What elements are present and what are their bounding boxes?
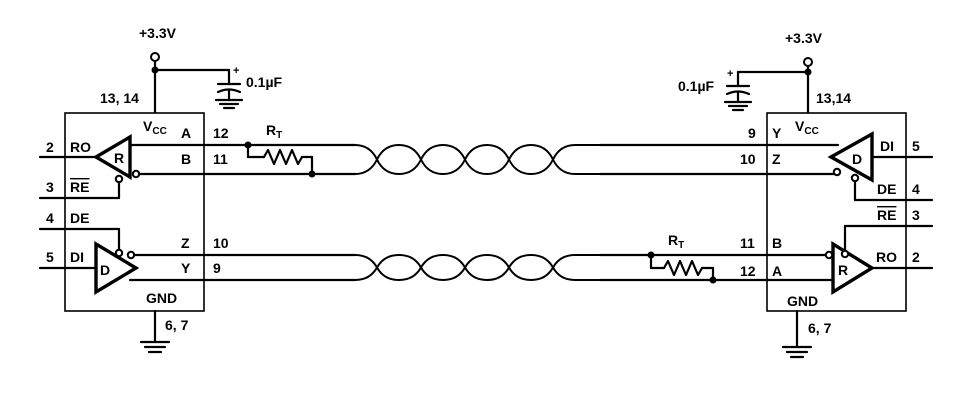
left-transceiver: +3.3V + 0.1µF 13, 14 VCC GND 6, 7 R	[38, 25, 357, 354]
left-z-label: Z	[181, 235, 190, 251]
right-b-pin-number: 11	[740, 235, 755, 251]
right-de-pin-number: 4	[912, 181, 920, 197]
right-di-label: DI	[880, 138, 894, 154]
left-termination-resistor	[244, 141, 316, 178]
right-supply-terminal	[803, 57, 813, 67]
left-vcc-label: VCC	[143, 118, 167, 137]
right-ro-label: RO	[876, 249, 897, 265]
left-gnd-pins: 6, 7	[165, 317, 189, 333]
right-de-label: DE	[877, 181, 896, 197]
right-vcc-pins: 13,14	[816, 90, 851, 106]
twisted-pair-ab	[354, 143, 600, 176]
right-di-pin-number: 5	[912, 138, 920, 154]
left-y-label: Y	[181, 260, 191, 276]
right-z-pin-number: 10	[740, 151, 756, 167]
left-supply-label: +3.3V	[139, 25, 177, 41]
left-bypass-capacitor	[214, 68, 244, 110]
right-cap-value: 0.1µF	[678, 78, 715, 94]
right-gnd-label: GND	[787, 293, 818, 309]
right-supply-label: +3.3V	[785, 30, 823, 46]
left-driver-label: D	[100, 262, 110, 278]
left-di-label: DI	[70, 249, 84, 265]
left-b-pin-number: 11	[213, 151, 228, 167]
right-b-label: B	[772, 235, 782, 251]
right-transceiver: +3.3V + 0.1µF 13,14 VCC GND 6, 7 9 10 11…	[598, 30, 934, 359]
right-y-label: Y	[772, 125, 782, 141]
left-ro-pin-number: 2	[46, 139, 54, 155]
right-gnd-pins: 6, 7	[808, 320, 832, 336]
twisted-pair-zy	[354, 253, 600, 282]
left-re-label: RE	[70, 179, 89, 195]
left-a-label: A	[181, 125, 191, 141]
left-vcc-pins: 13, 14	[100, 90, 139, 106]
left-cap-plus: +	[233, 65, 239, 77]
right-re-pin-number: 3	[912, 207, 920, 223]
right-vcc-label: VCC	[795, 118, 819, 137]
right-ro-pin-number: 2	[912, 249, 920, 265]
right-re-label: RE	[877, 207, 896, 223]
left-a-pin-number: 12	[213, 125, 229, 141]
left-b-label: B	[181, 151, 191, 167]
right-y-pin-number: 9	[748, 125, 756, 141]
right-a-pin-number: 12	[740, 263, 756, 279]
left-de-label: DE	[70, 210, 89, 226]
left-gnd-label: GND	[146, 290, 177, 306]
left-z-pin-number: 10	[213, 235, 229, 251]
right-a-label: A	[772, 263, 782, 279]
right-cap-plus: +	[727, 68, 733, 80]
right-driver-label: D	[852, 151, 862, 167]
left-de-pin-number: 4	[46, 210, 54, 226]
left-ro-label: RO	[70, 139, 91, 155]
left-cap-value: 0.1µF	[246, 74, 283, 90]
right-rt-label: RT	[668, 232, 684, 251]
left-di-pin-number: 5	[46, 249, 54, 265]
left-receiver-label: R	[114, 150, 124, 166]
right-z-label: Z	[772, 151, 781, 167]
right-termination-resistor	[647, 251, 717, 284]
left-re-pin-number: 3	[46, 179, 54, 195]
left-rt-label: RT	[266, 122, 282, 141]
left-supply-terminal	[150, 52, 160, 62]
left-receiver	[92, 134, 132, 180]
left-y-pin-number: 9	[213, 260, 221, 276]
right-bypass-capacitor	[723, 70, 753, 112]
right-receiver-label: R	[838, 262, 848, 278]
